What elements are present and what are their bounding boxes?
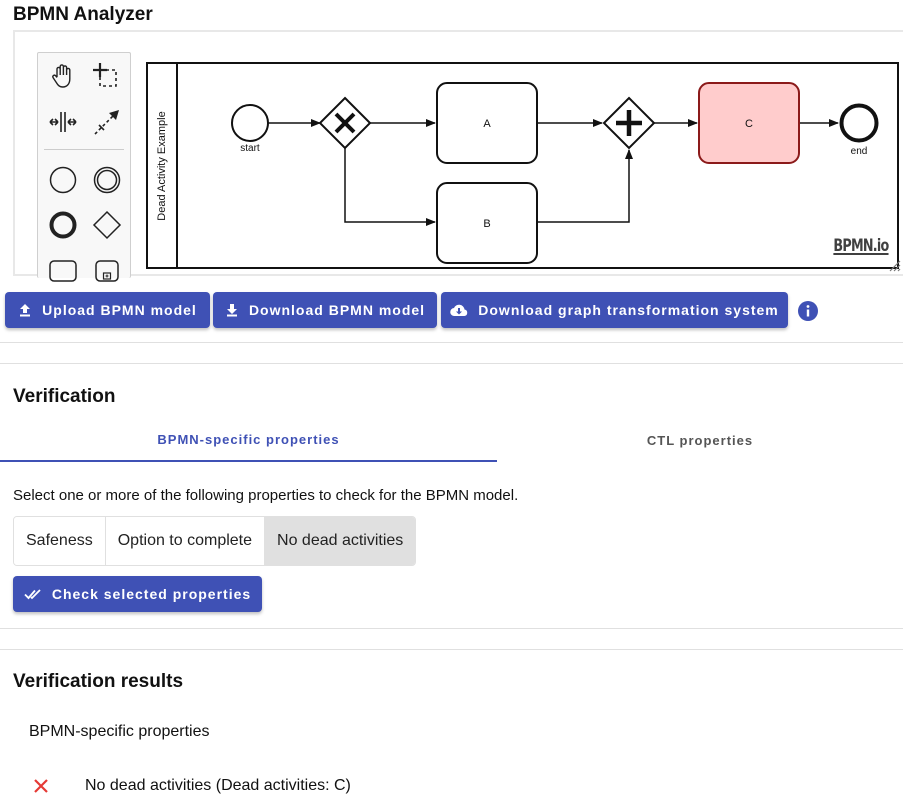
download-bpmn-label: Download BPMN model bbox=[248, 302, 426, 318]
task-c-label: C bbox=[745, 118, 753, 130]
bpmn-io-logo[interactable]: BPMN.io bbox=[833, 236, 890, 256]
tool-palette bbox=[37, 52, 131, 282]
divider bbox=[0, 363, 903, 364]
task-c[interactable] bbox=[698, 82, 800, 164]
flow-b-and[interactable] bbox=[537, 149, 633, 223]
fail-x-icon bbox=[34, 779, 48, 793]
verification-title: Verification bbox=[13, 386, 116, 407]
tab-ctl-properties[interactable]: CTL properties bbox=[646, 432, 754, 448]
task-icon[interactable] bbox=[46, 253, 80, 287]
palette-separator bbox=[44, 149, 124, 150]
check-properties-label: Check selected properties bbox=[51, 586, 252, 602]
task-a-label: A bbox=[483, 118, 491, 130]
info-icon[interactable] bbox=[797, 300, 819, 322]
bpmn-canvas[interactable]: Dead Activity Example start A B C end BP… bbox=[13, 30, 903, 282]
result-item bbox=[32, 774, 50, 798]
download-bpmn-button[interactable]: Download BPMN model bbox=[213, 292, 437, 328]
task-a[interactable] bbox=[436, 82, 538, 164]
gateway-icon[interactable] bbox=[90, 208, 124, 242]
verification-tabs: BPMN-specific properties CTL properties bbox=[0, 418, 903, 462]
start-event-label: start bbox=[240, 143, 260, 154]
property-instructions: Select one or more of the following prop… bbox=[13, 487, 519, 504]
bpmn-diagram[interactable]: Dead Activity Example start A B C end bbox=[15, 32, 903, 276]
divider bbox=[0, 628, 903, 629]
double-check-icon bbox=[24, 589, 41, 600]
result-item-text: No dead activities (Dead activities: C) bbox=[85, 777, 351, 794]
toggle-option-to-complete[interactable]: Option to complete bbox=[105, 517, 266, 565]
upload-icon bbox=[20, 304, 31, 317]
download-gts-button[interactable]: Download graph transformation system bbox=[441, 292, 788, 328]
upload-bpmn-label: Upload BPMN model bbox=[42, 302, 197, 318]
results-subtitle: BPMN-specific properties bbox=[29, 723, 210, 740]
app-title: BPMN Analyzer bbox=[13, 4, 153, 25]
end-event-label: end bbox=[851, 146, 868, 157]
start-event-icon[interactable] bbox=[46, 163, 80, 197]
end-event-icon[interactable] bbox=[46, 208, 80, 242]
parallel-gateway-plus-icon bbox=[616, 110, 642, 136]
flow-xor-b[interactable] bbox=[344, 148, 436, 226]
download-gts-label: Download graph transformation system bbox=[478, 302, 779, 318]
property-toggle-group: Safeness Option to complete No dead acti… bbox=[13, 516, 417, 566]
cloud-download-icon bbox=[450, 304, 468, 317]
space-tool-icon[interactable] bbox=[46, 105, 80, 139]
start-event[interactable] bbox=[231, 104, 269, 142]
intermediate-event-icon[interactable] bbox=[90, 163, 124, 197]
subprocess-icon[interactable] bbox=[90, 253, 124, 287]
hand-tool-icon[interactable] bbox=[46, 59, 80, 93]
tab-bpmn-properties[interactable]: BPMN-specific properties bbox=[0, 418, 497, 462]
resize-grip-icon[interactable] bbox=[887, 258, 901, 272]
global-connect-tool-icon[interactable] bbox=[90, 105, 124, 139]
upload-bpmn-button[interactable]: Upload BPMN model bbox=[5, 292, 210, 328]
toggle-safeness[interactable]: Safeness bbox=[14, 517, 106, 565]
divider bbox=[0, 342, 903, 343]
pool[interactable] bbox=[146, 62, 899, 269]
end-event[interactable] bbox=[839, 103, 879, 143]
results-title: Verification results bbox=[13, 671, 184, 692]
pool-label: Dead Activity Example bbox=[156, 111, 168, 220]
divider bbox=[0, 649, 903, 650]
download-icon bbox=[226, 304, 237, 317]
lasso-tool-icon[interactable] bbox=[90, 59, 124, 93]
exclusive-gateway-x-icon bbox=[334, 112, 356, 134]
task-b[interactable] bbox=[436, 182, 538, 264]
check-properties-button[interactable]: Check selected properties bbox=[13, 576, 262, 612]
task-b-label: B bbox=[483, 218, 490, 230]
toggle-no-dead-activities[interactable]: No dead activities bbox=[265, 517, 416, 565]
